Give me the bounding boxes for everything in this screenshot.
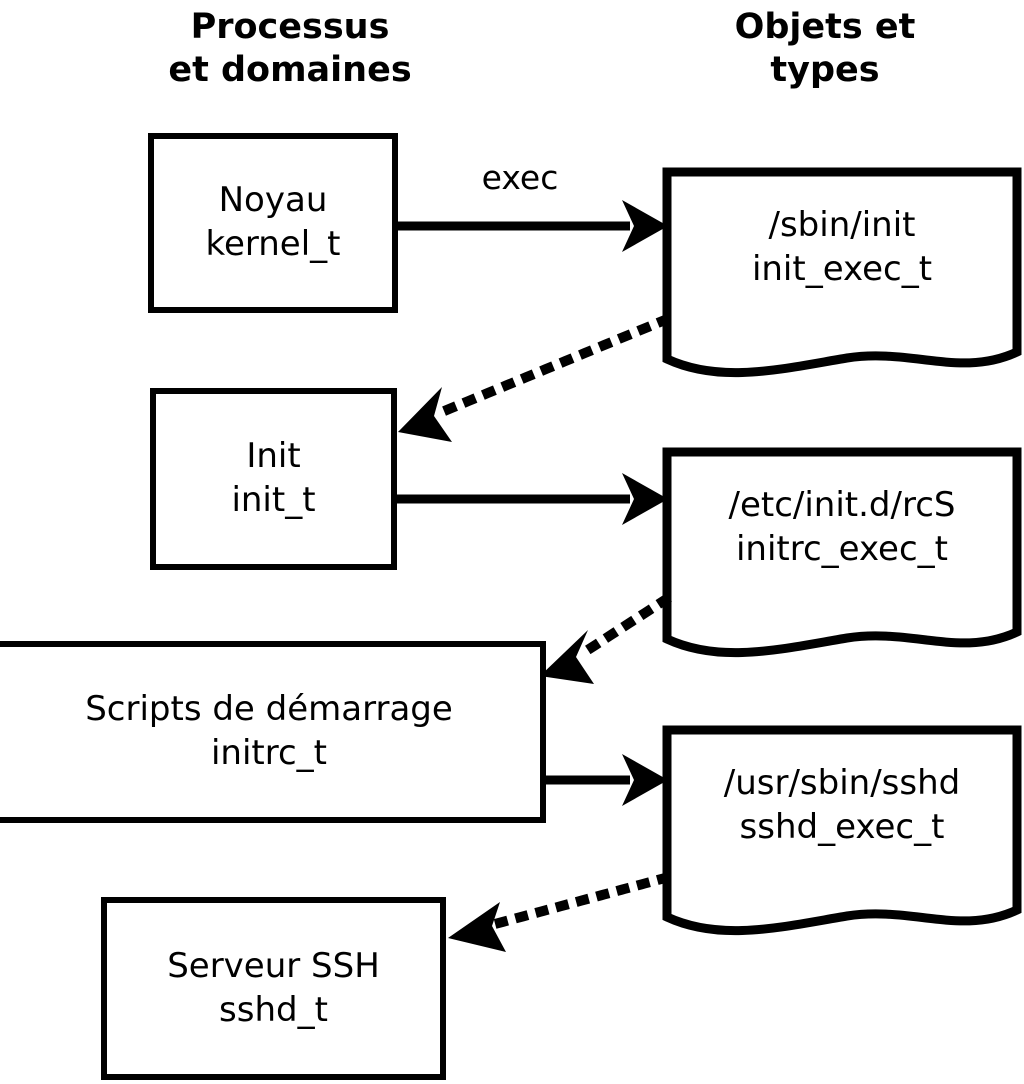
process-box-init-label: Init init_t (231, 436, 316, 520)
process-box-init[interactable]: Init init_t (150, 388, 397, 570)
edge-sshd-exec-to-sshd (448, 871, 672, 952)
document-outline-initrc-exec (662, 447, 1022, 658)
column-header-processes: Processus et domaines (168, 7, 412, 90)
edge-init-to-initrc-exec (397, 473, 668, 525)
arrowhead-sshd-exec-to-sshd (448, 902, 506, 952)
process-box-sshd[interactable]: Serveur SSH sshd_t (101, 897, 446, 1080)
arrowhead-initrc-exec-to-initrc (540, 630, 594, 684)
edge-line-init-exec-to-init (430, 313, 672, 421)
edge-initrc-exec-to-initrc (540, 593, 672, 684)
column-header-objects: Objets et types (734, 7, 916, 90)
document-outline-sshd-exec (662, 725, 1022, 936)
edge-line-initrc-exec-to-initrc (573, 593, 672, 662)
object-doc-initrc-exec[interactable]: /etc/init.d/rcS initrc_exec_t (661, 446, 1023, 661)
edge-kernel-to-init-exec (398, 200, 668, 252)
edge-label-exec: exec (481, 158, 559, 197)
object-doc-sshd-exec[interactable]: /usr/sbin/sshd sshd_exec_t (661, 724, 1023, 939)
process-box-kernel-label: Noyau kernel_t (205, 180, 341, 264)
object-doc-init-exec-label: /sbin/init init_exec_t (751, 205, 933, 289)
object-doc-init-exec[interactable]: /sbin/init init_exec_t (661, 166, 1023, 381)
arrowhead-init-exec-to-init (398, 387, 452, 442)
document-outline-init-exec (662, 167, 1022, 378)
process-box-initrc[interactable]: Scripts de démarrage initrc_t (0, 641, 546, 823)
edge-line-sshd-exec-to-sshd (488, 871, 672, 931)
edge-initrc-to-sshd-exec (546, 754, 668, 806)
process-box-initrc-label: Scripts de démarrage initrc_t (85, 689, 453, 773)
process-box-kernel[interactable]: Noyau kernel_t (148, 133, 398, 313)
object-doc-initrc-exec-label: /etc/init.d/rcS initrc_exec_t (728, 485, 956, 569)
process-box-sshd-label: Serveur SSH sshd_t (167, 945, 380, 1030)
object-doc-sshd-exec-label: /usr/sbin/sshd sshd_exec_t (723, 763, 961, 847)
edge-init-exec-to-init (398, 313, 672, 442)
